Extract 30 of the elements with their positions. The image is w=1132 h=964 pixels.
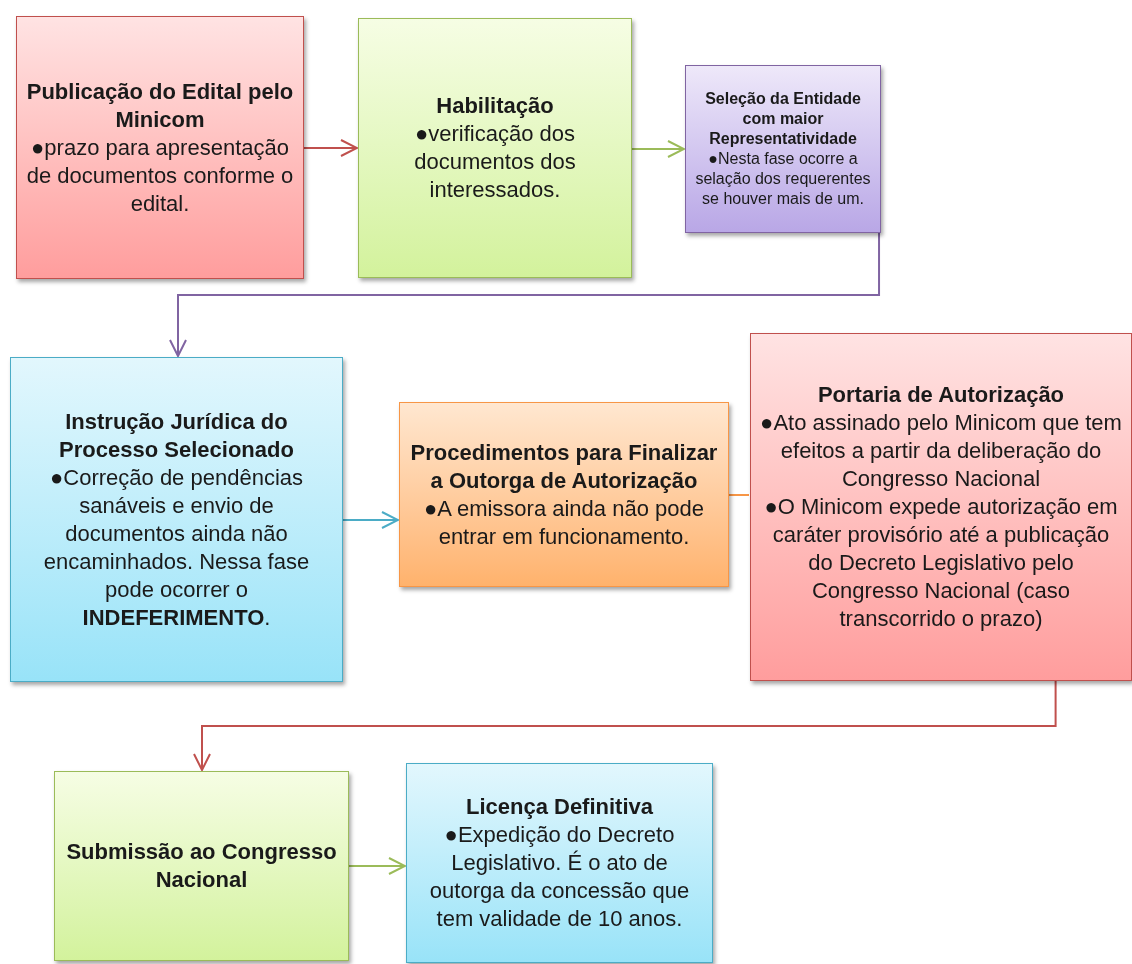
arrow	[342, 511, 399, 529]
step-description: ●A emissora ainda não pode entrar em funcionamento.	[423, 494, 705, 551]
step-description: ●Expedição do Decreto Legislativo. É o ato de outorga da concessão que tem validade de 10 anos.	[428, 821, 691, 933]
step-title: Habilitação	[436, 92, 554, 120]
step-description: ●verificação dos documentos dos interessados.	[413, 120, 577, 204]
step-description: ●Ato assinado pelo Minicom que tem efeitos a partir da deliberação do Congresso Nacional	[759, 409, 1123, 493]
process-box	[10, 357, 343, 682]
step-description: ●Correção de pendências sanáveis e envio de documentos ainda não encaminhados. Nessa fase pode ocorrer o INDEFERIMENTO.	[42, 463, 311, 632]
step-title: Submissão ao Congresso Nacional	[65, 838, 338, 894]
step-description: ●Nesta fase ocorre a selação dos requerentes se houver mais de um.	[694, 149, 872, 209]
step-title: Portaria de Autorização	[817, 381, 1065, 409]
step-title: Seleção da Entidade com maior Representatividade	[704, 89, 862, 149]
arrow	[631, 140, 685, 158]
arrow	[348, 857, 406, 875]
step-description: ●O Minicom expede autorização em caráter provisório até a publicação do Decreto Legislativo pelo Congresso Nacional (caso transcorrido o prazo)	[763, 493, 1119, 633]
process-box	[358, 18, 632, 278]
arrow	[303, 139, 358, 157]
process-box	[750, 333, 1132, 681]
process-box	[685, 65, 881, 233]
process-box	[406, 763, 713, 963]
arrow	[169, 232, 881, 357]
step-title: Licença Definitiva	[465, 793, 654, 821]
process-box	[16, 16, 304, 279]
process-box	[399, 402, 729, 587]
step-title: Publicação do Edital pelo Minicom	[25, 77, 295, 134]
process-box	[54, 771, 349, 961]
step-title: Procedimentos para Finalizar a Outorga de Autorização	[409, 438, 719, 495]
step-title: Instrução Jurídica do Processo Selecionado	[58, 407, 295, 464]
arrow	[193, 680, 1057, 771]
step-description: ●prazo para apresentação de documentos conforme o edital.	[25, 133, 295, 218]
